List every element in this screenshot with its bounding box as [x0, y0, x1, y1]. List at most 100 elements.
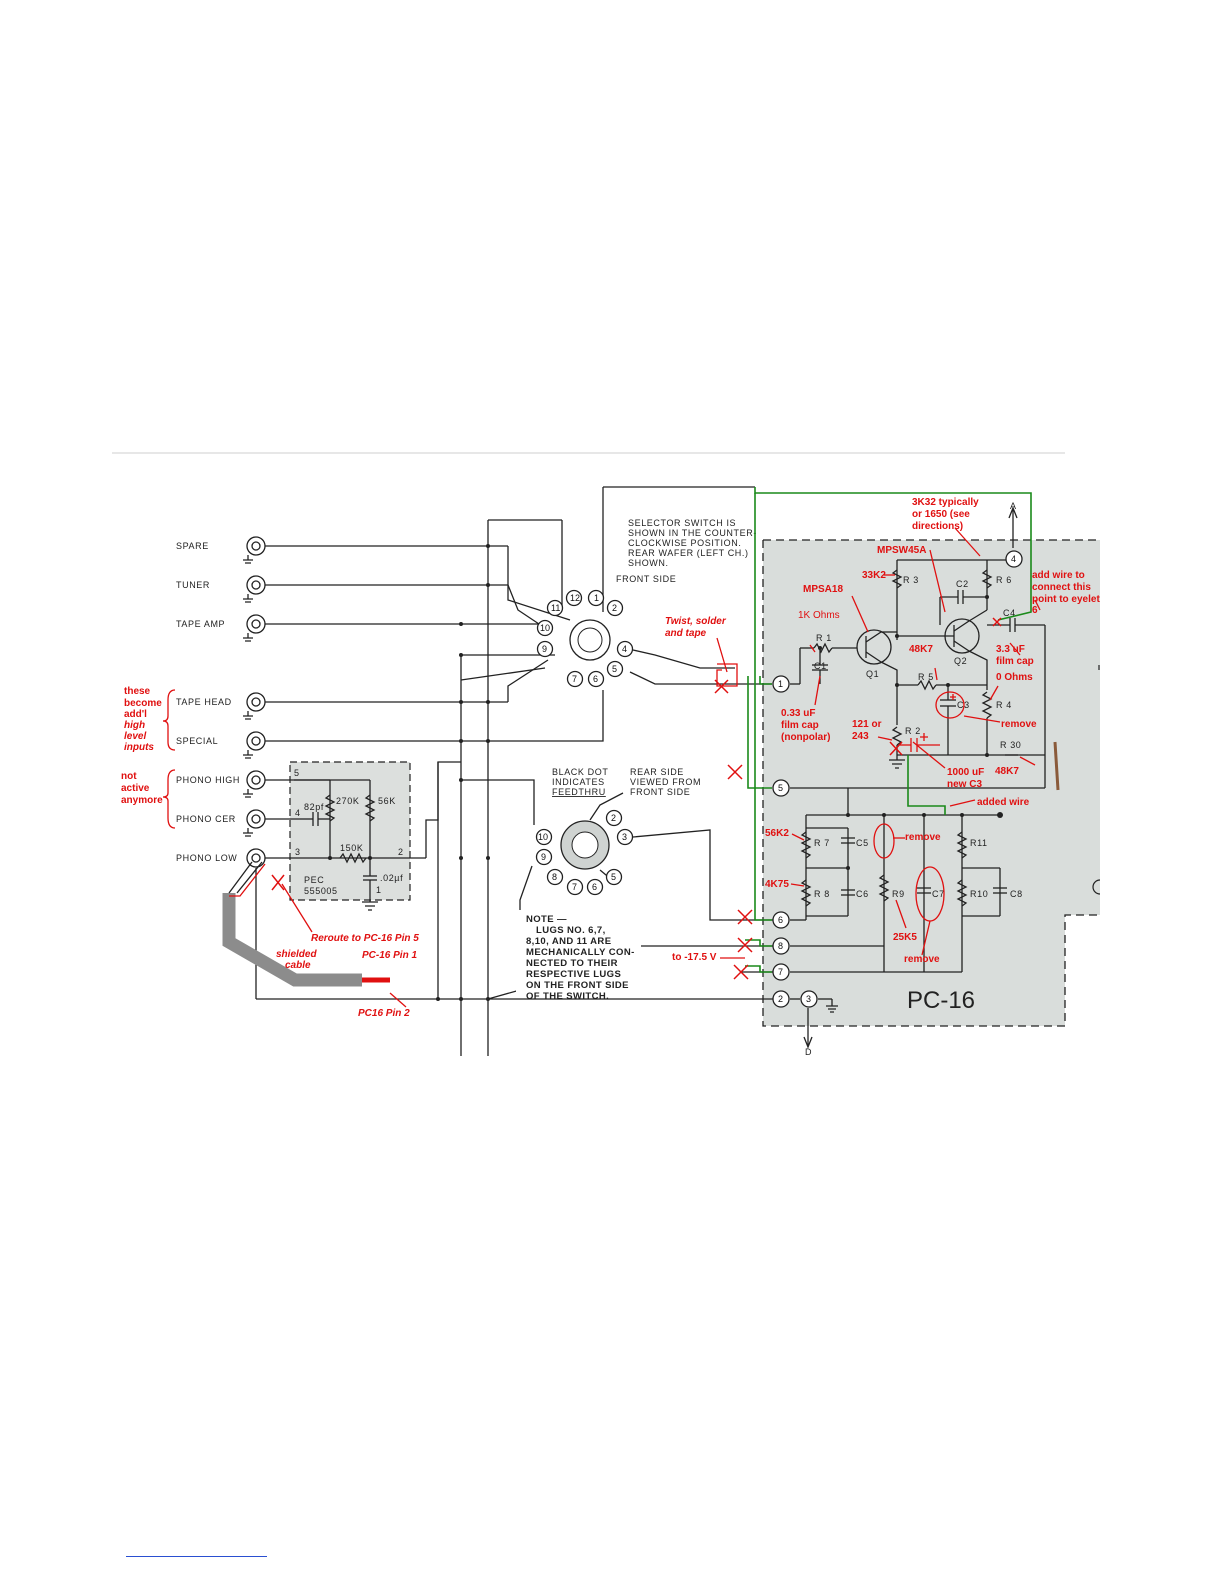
ann-33k2: 33K2 [862, 570, 886, 581]
ann-c4-2: film cap [996, 656, 1034, 667]
ann-c1-2: film cap [781, 720, 819, 731]
svg-text:5: 5 [611, 872, 616, 882]
svg-text:C3: C3 [957, 700, 970, 710]
svg-text:8: 8 [778, 941, 783, 951]
svg-text:A: A [1010, 501, 1017, 511]
wiring [255, 486, 780, 1056]
pc16-pins: 1 5 6 8 7 2 3 4 [772, 550, 1023, 1008]
pec-pin-4: 4 [295, 808, 301, 818]
pec-name-1: PEC [304, 875, 324, 885]
ann-25k5: 25K5 [893, 932, 917, 943]
svg-text:11: 11 [551, 603, 560, 613]
ann-added-wire: added wire [977, 797, 1030, 808]
ann-hl-4: high [124, 720, 145, 731]
svg-text:D: D [805, 1047, 812, 1057]
ann-3k32-3: directions) [912, 521, 963, 532]
svg-text:R 30: R 30 [1000, 740, 1021, 750]
rear-side-2: VIEWED FROM [630, 777, 701, 787]
selector-note-5: SHOWN. [628, 558, 669, 568]
label-phono-cer: PHONO CER [176, 814, 236, 824]
ann-hl-2: become [124, 698, 162, 709]
ann-na-2: active [121, 783, 150, 794]
svg-text:4: 4 [622, 644, 627, 654]
pec-c02: .02µf [380, 873, 403, 883]
ann-na-3: anymore [121, 795, 163, 806]
ann-hl-6: inputs [124, 742, 154, 753]
svg-text:C8: C8 [1010, 889, 1023, 899]
lugs-note-5: NECTED TO THEIR [526, 958, 618, 969]
ann-newc3-1: 1000 uF [947, 767, 984, 778]
selector-switch-front: 12 1 2 4 5 6 7 9 10 11 [536, 589, 634, 688]
ann-c1-3: (nonpolar) [781, 732, 830, 743]
lugs-note-8: OF THE SWITCH. [526, 991, 609, 1002]
pec-box [289, 761, 411, 901]
svg-text:6: 6 [593, 674, 598, 684]
svg-text:R 2: R 2 [905, 726, 921, 736]
ann-remove-1: remove [1001, 719, 1037, 730]
ann-4k75: 4K75 [765, 879, 789, 890]
rear-side-3: FRONT SIDE [630, 787, 690, 797]
ann-r2-1: 121 or [852, 719, 882, 730]
svg-text:C5: C5 [856, 838, 869, 848]
pec-name-2: 555005 [304, 886, 338, 896]
added-green-wires [745, 487, 1032, 973]
svg-text:7: 7 [778, 967, 783, 977]
svg-text:R 5: R 5 [918, 672, 934, 682]
cut-marks [271, 617, 1002, 980]
svg-text:2: 2 [612, 603, 617, 613]
front-side-label: FRONT SIDE [616, 574, 676, 584]
svg-text:C7: C7 [932, 889, 945, 899]
svg-text:R10: R10 [970, 889, 988, 899]
ann-3k32-1: 3K32 typically [912, 497, 979, 508]
ann-3k32-2: or 1650 (see [912, 509, 970, 520]
svg-text:1: 1 [594, 593, 599, 603]
ann-hl-3: add'l [124, 709, 147, 720]
selector-note-2: SHOWN IN THE COUNTER- [628, 528, 757, 538]
svg-text:C1: C1 [814, 661, 827, 671]
svg-text:Q1: Q1 [866, 669, 879, 679]
svg-text:2: 2 [778, 994, 783, 1004]
ann-shielded-2: cable [285, 960, 311, 971]
ann-c1-1: 0.33 uF [781, 708, 815, 719]
pc16-title: PC-16 [907, 987, 975, 1014]
selector-note-1: SELECTOR SWITCH IS [628, 518, 736, 528]
ann-c4-1: 3.3 uF [996, 644, 1025, 655]
pec-r56: 56K [378, 796, 396, 806]
svg-text:R 1: R 1 [816, 633, 832, 643]
svg-text:Q2: Q2 [954, 656, 967, 666]
black-dot-2: INDICATES [552, 777, 605, 787]
svg-text:R 3: R 3 [903, 575, 919, 585]
rear-side-1: REAR SIDE [630, 767, 684, 777]
svg-text:6: 6 [778, 915, 783, 925]
ann-twist-2: and tape [665, 628, 707, 639]
bottom-link-underline [126, 1556, 267, 1557]
svg-text:4: 4 [1011, 554, 1016, 564]
svg-text:R 8: R 8 [814, 889, 830, 899]
pec-r270: 270K [336, 796, 359, 806]
ann-mpsw45a: MPSW45A [877, 545, 926, 556]
svg-text:8: 8 [552, 872, 557, 882]
svg-text:R 6: R 6 [996, 575, 1012, 585]
pec-r150: 150K [340, 843, 363, 853]
black-dot-1: BLACK DOT [552, 767, 608, 777]
pc16-circuit [763, 506, 1046, 1049]
ann-mpsa18: MPSA18 [803, 584, 843, 595]
svg-text:2: 2 [611, 813, 616, 823]
shielded-cable [222, 893, 362, 987]
svg-text:C4: C4 [1003, 608, 1016, 618]
label-spare: SPARE [176, 541, 209, 551]
label-tape-head: TAPE HEAD [176, 697, 232, 707]
svg-text:7: 7 [572, 882, 577, 892]
ann-addwire-2: connect this [1032, 582, 1091, 593]
svg-text:R 7: R 7 [814, 838, 830, 848]
ann-48k7b: 48K7 [995, 766, 1019, 777]
label-special: SPECIAL [176, 736, 218, 746]
svg-text:R11: R11 [970, 838, 988, 848]
pec-network [294, 779, 378, 911]
ann-0ohm: 0 Ohms [996, 672, 1033, 683]
ann-remove-3: remove [904, 954, 940, 965]
lugs-note-2: LUGS NO. 6,7, [536, 925, 606, 936]
ann-48k7a: 48K7 [909, 644, 933, 655]
svg-text:9: 9 [542, 644, 547, 654]
